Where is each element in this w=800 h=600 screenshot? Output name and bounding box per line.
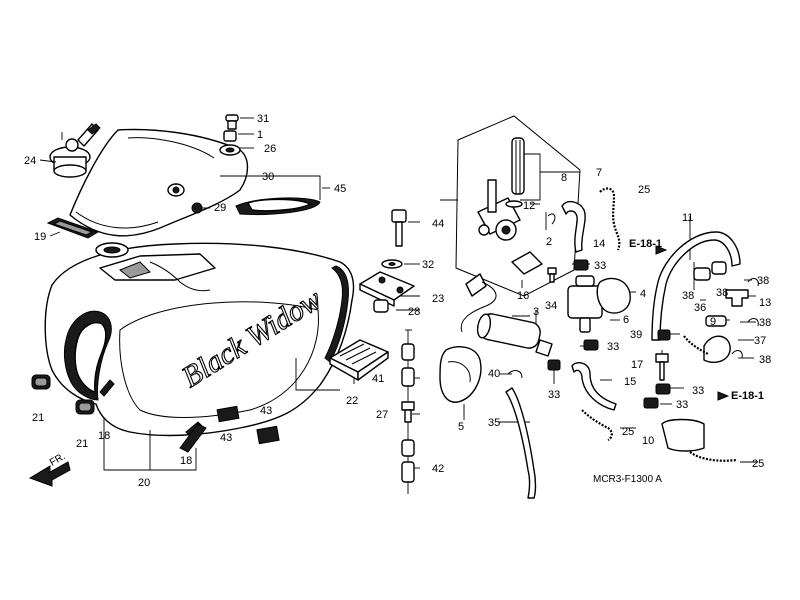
callout-36: 36 xyxy=(694,302,706,314)
callout-38e: 38 xyxy=(759,354,771,366)
reference-label-1: E-18-1 xyxy=(629,238,662,250)
right-side-parts xyxy=(547,187,759,462)
callout-45: 45 xyxy=(334,183,346,195)
callout-18a: 18 xyxy=(98,430,110,442)
callout-33e: 33 xyxy=(676,399,688,411)
callout-17: 17 xyxy=(631,359,643,371)
fuel-hose xyxy=(505,387,537,499)
callout-7: 7 xyxy=(596,167,602,179)
callout-22: 22 xyxy=(346,395,358,407)
callout-15: 15 xyxy=(624,376,636,388)
callout-23: 23 xyxy=(432,293,444,305)
callout-40: 40 xyxy=(488,368,500,380)
callout-35: 35 xyxy=(488,417,500,429)
callout-1: 1 xyxy=(257,129,263,141)
diagram-code: MCR3-F1300 A xyxy=(593,474,662,485)
callout-21b: 21 xyxy=(76,438,88,450)
callout-37: 37 xyxy=(754,335,766,347)
emblem-plate xyxy=(235,197,321,215)
callout-43b: 43 xyxy=(260,405,272,417)
console-fasteners xyxy=(191,114,241,214)
callout-14: 14 xyxy=(593,238,605,250)
callout-5: 5 xyxy=(458,421,464,433)
callout-32: 32 xyxy=(422,259,434,271)
callout-33b: 33 xyxy=(607,341,619,353)
rubber-pad xyxy=(46,217,100,239)
middle-parts xyxy=(329,209,415,483)
callout-13: 13 xyxy=(759,297,771,309)
callout-18b: 18 xyxy=(180,455,192,467)
reference-markers: E-18-1 E-18-1 xyxy=(629,238,764,402)
callout-3: 3 xyxy=(533,306,539,318)
fuel-tank xyxy=(44,242,355,437)
callout-33a: 33 xyxy=(594,260,606,272)
reference-label-2: E-18-1 xyxy=(731,390,764,402)
callout-31: 31 xyxy=(257,113,269,125)
callout-12: 12 xyxy=(523,200,535,212)
callout-41: 41 xyxy=(372,373,384,385)
direction-arrow: FR. xyxy=(28,451,71,487)
callout-38c: 38 xyxy=(716,287,728,299)
callout-19: 19 xyxy=(34,231,46,243)
callout-10: 10 xyxy=(642,435,654,447)
callout-33c: 33 xyxy=(548,389,560,401)
callout-44: 44 xyxy=(432,218,444,230)
callout-39: 39 xyxy=(630,329,642,341)
callout-30: 30 xyxy=(262,171,274,183)
tank-console xyxy=(69,128,249,237)
callout-24: 24 xyxy=(24,155,36,167)
callout-25c: 25 xyxy=(752,458,764,470)
callout-9: 9 xyxy=(710,316,716,328)
callout-38d: 38 xyxy=(759,317,771,329)
fuel-valve-assembly xyxy=(455,115,586,297)
callout-26: 26 xyxy=(264,143,276,155)
callout-4: 4 xyxy=(640,288,646,300)
fuel-pump xyxy=(439,273,553,403)
callout-28: 28 xyxy=(408,306,420,318)
callout-33d: 33 xyxy=(692,385,704,397)
callout-11: 11 xyxy=(682,212,693,224)
callout-6: 6 xyxy=(623,314,629,326)
callout-25a: 25 xyxy=(638,184,650,196)
callout-29: 29 xyxy=(214,202,226,214)
callout-numbers: 1 2 3 4 5 6 7 8 9 10 11 12 13 14 15 16 1… xyxy=(24,113,771,489)
callout-43a: 43 xyxy=(220,432,232,444)
callout-20: 20 xyxy=(138,477,150,489)
callout-8: 8 xyxy=(561,172,567,184)
callout-21a: 21 xyxy=(32,412,44,424)
callout-25b: 25 xyxy=(622,426,634,438)
rubber-cushions xyxy=(31,374,95,415)
callout-27: 27 xyxy=(376,409,388,421)
callout-34: 34 xyxy=(545,300,557,312)
callout-16: 16 xyxy=(517,290,529,302)
callout-38b: 38 xyxy=(682,290,694,302)
callout-2: 2 xyxy=(546,236,552,248)
fuel-cap xyxy=(49,123,101,178)
callout-42: 42 xyxy=(432,463,444,475)
callout-38a: 38 xyxy=(757,275,769,287)
mounting-rubbers xyxy=(179,405,280,453)
